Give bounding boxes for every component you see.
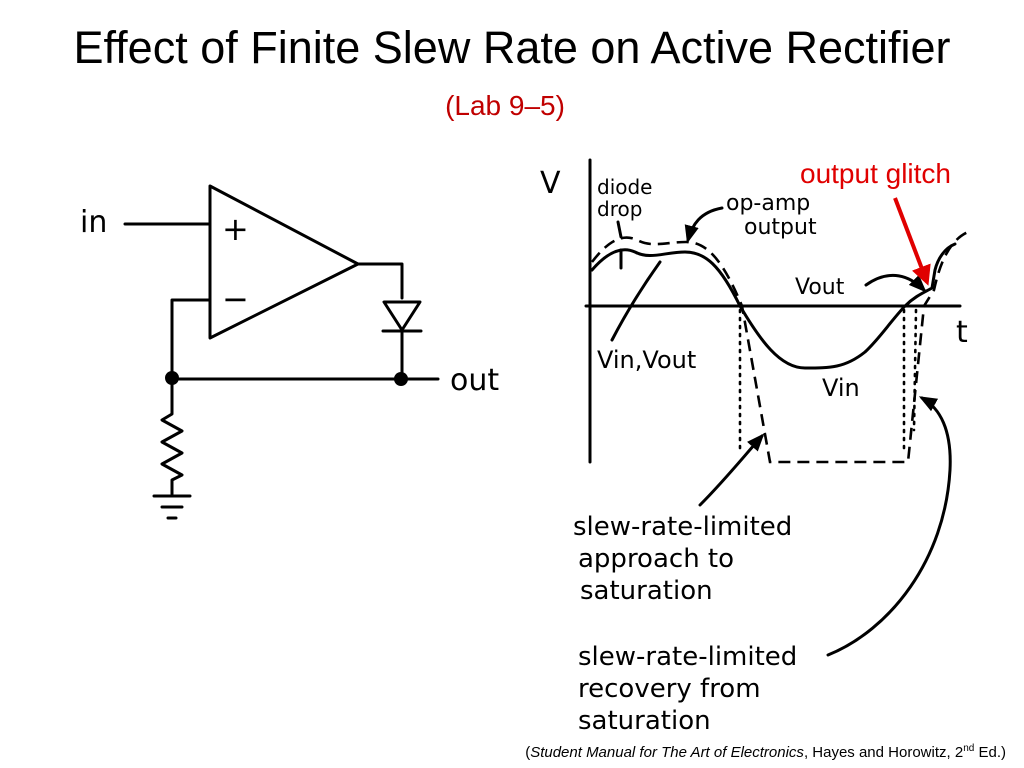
waveform-plot: V t diode drop op-amp output Vin,Vout Vo…	[540, 158, 969, 464]
t-axis-label: t	[956, 315, 968, 350]
v-axis-label: V	[540, 166, 561, 201]
recovery-label-line2: recovery from	[578, 674, 761, 704]
output-glitch-label: output glitch	[800, 158, 951, 189]
approach-label-line2: approach to	[578, 544, 734, 574]
vout-pointer	[864, 273, 927, 293]
opamp-output-label-line2: output	[744, 215, 817, 240]
diode-drop-arrows	[616, 220, 623, 270]
in-label: in	[80, 205, 107, 240]
diode-symbol	[382, 300, 422, 332]
output-junction-dot	[394, 372, 408, 386]
recovery-label-line1: slew-rate-limited	[578, 642, 797, 672]
out-label: out	[450, 363, 499, 398]
slew-annotations: slew-rate-limited approach to saturation…	[573, 396, 952, 736]
plus-input-label: +	[222, 210, 249, 248]
vin-label: Vin	[822, 374, 860, 402]
opamp-output-waveform	[590, 230, 969, 464]
diode-drop-label-line1: diode	[597, 175, 653, 199]
recovery-label-line3: saturation	[578, 706, 711, 736]
opamp-triangle	[208, 184, 360, 340]
approach-pointer	[698, 433, 765, 507]
slide-title: Effect of Finite Slew Rate on Active Rec…	[73, 22, 951, 73]
opamp-output-label-line1: op-amp	[726, 191, 810, 216]
output-glitch-arrow	[893, 197, 931, 286]
vout-label: Vout	[795, 275, 845, 300]
vin-vout-pointer	[610, 260, 662, 342]
vin-vout-label: Vin,Vout	[597, 346, 696, 374]
opamp-output-wire	[356, 262, 404, 300]
recovery-pointer	[826, 396, 952, 657]
resistor-symbol	[160, 376, 184, 496]
diode-drop-label-line2: drop	[597, 197, 642, 221]
feedback-wire	[170, 298, 212, 380]
ground-symbol	[152, 494, 192, 520]
approach-label-line1: slew-rate-limited	[573, 512, 792, 542]
slide-subtitle: (Lab 9–5)	[445, 90, 565, 121]
opamp-output-pointer	[684, 206, 724, 244]
minus-input-label: −	[222, 280, 249, 318]
approach-label-line3: saturation	[580, 576, 713, 606]
book-title: Student Manual for The Art of Electronic…	[530, 744, 804, 761]
rectifier-circuit: in + − out	[80, 184, 499, 520]
citation: (Student Manual for The Art of Electroni…	[525, 743, 1006, 761]
